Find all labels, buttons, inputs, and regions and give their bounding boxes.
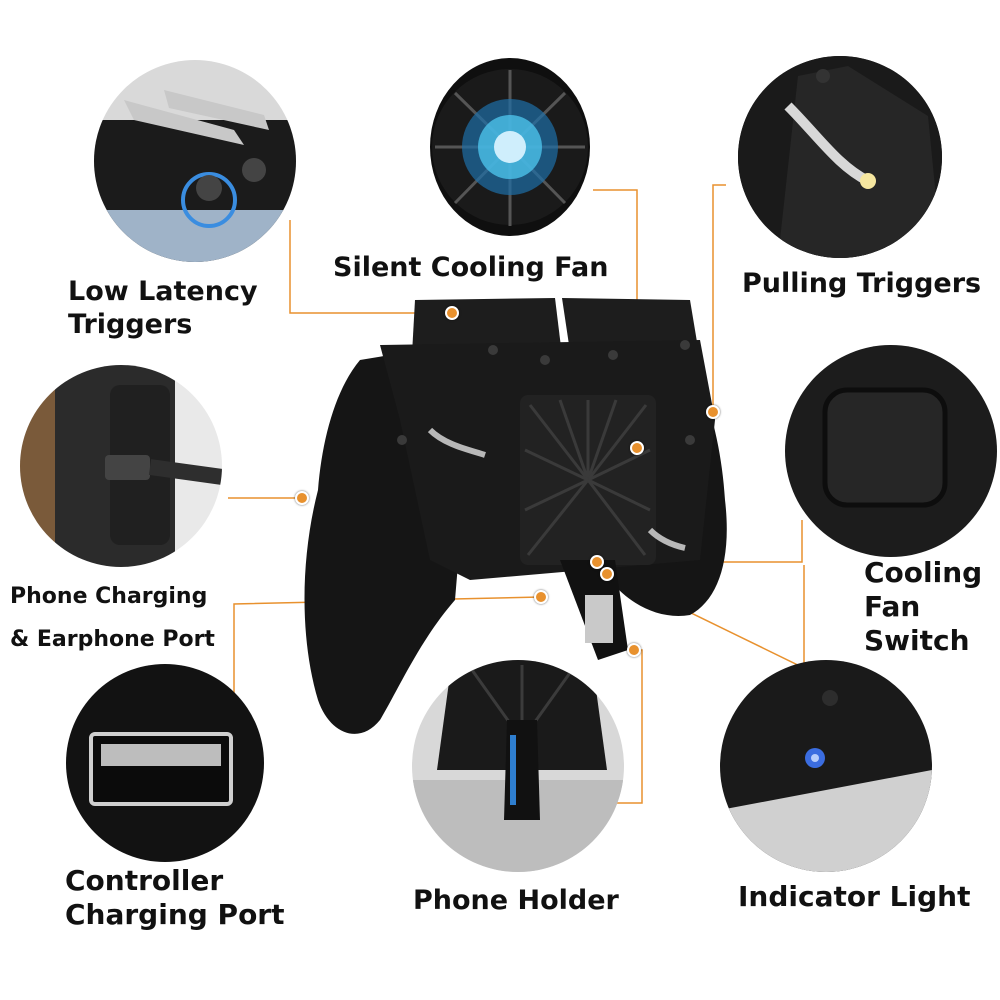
cooling-fan-switch-line2: Fan bbox=[864, 590, 921, 624]
marker-fan bbox=[630, 441, 644, 455]
pull-trigger-closeup-icon bbox=[738, 56, 942, 258]
indicator-light-label: Indicator Light bbox=[738, 880, 971, 913]
connector-low-latency bbox=[289, 220, 452, 314]
usb-port-closeup-icon bbox=[66, 664, 264, 862]
switch-button-closeup-icon bbox=[785, 345, 997, 557]
marker-controller-charging bbox=[534, 590, 548, 604]
phone-charging-line2: & Earphone Port bbox=[10, 626, 215, 652]
cooling-fan-switch-line1: Cooling bbox=[864, 556, 983, 589]
marker-low-latency bbox=[445, 306, 459, 320]
pulling-triggers-label: Pulling Triggers bbox=[742, 268, 982, 299]
marker-fan-switch bbox=[590, 555, 604, 569]
marker-pulling bbox=[706, 405, 720, 419]
low-latency-triggers-label: Low Latency Triggers bbox=[68, 276, 258, 342]
phone-charging-label: Phone Charging & Earphone Port bbox=[10, 576, 215, 662]
charging-cable-closeup-icon bbox=[20, 365, 222, 567]
fan-closeup-icon bbox=[430, 58, 590, 236]
cooling-fan-switch-label: Cooling Fan Switch bbox=[864, 556, 982, 658]
controller-charging-line2: Charging Port bbox=[65, 898, 285, 932]
marker-phone-charging bbox=[295, 491, 309, 505]
trigger-closeup-icon bbox=[94, 60, 296, 262]
cooling-fan-switch-line3: Switch bbox=[864, 624, 970, 658]
marker-indicator bbox=[600, 567, 614, 581]
phone-holder-closeup-icon bbox=[412, 660, 624, 872]
phone-holder-label: Phone Holder bbox=[413, 885, 619, 916]
phone-charging-line1: Phone Charging bbox=[10, 584, 208, 609]
connector-pulling bbox=[712, 184, 726, 412]
low-latency-triggers-line2: Triggers bbox=[68, 308, 193, 340]
controller-charging-line1: Controller bbox=[65, 864, 224, 897]
low-latency-triggers-line1: Low Latency bbox=[68, 276, 258, 307]
silent-cooling-fan-label: Silent Cooling Fan bbox=[333, 252, 609, 283]
marker-phone-holder bbox=[627, 643, 641, 657]
controller-charging-label: Controller Charging Port bbox=[65, 864, 285, 932]
indicator-light-closeup-icon bbox=[720, 660, 932, 872]
